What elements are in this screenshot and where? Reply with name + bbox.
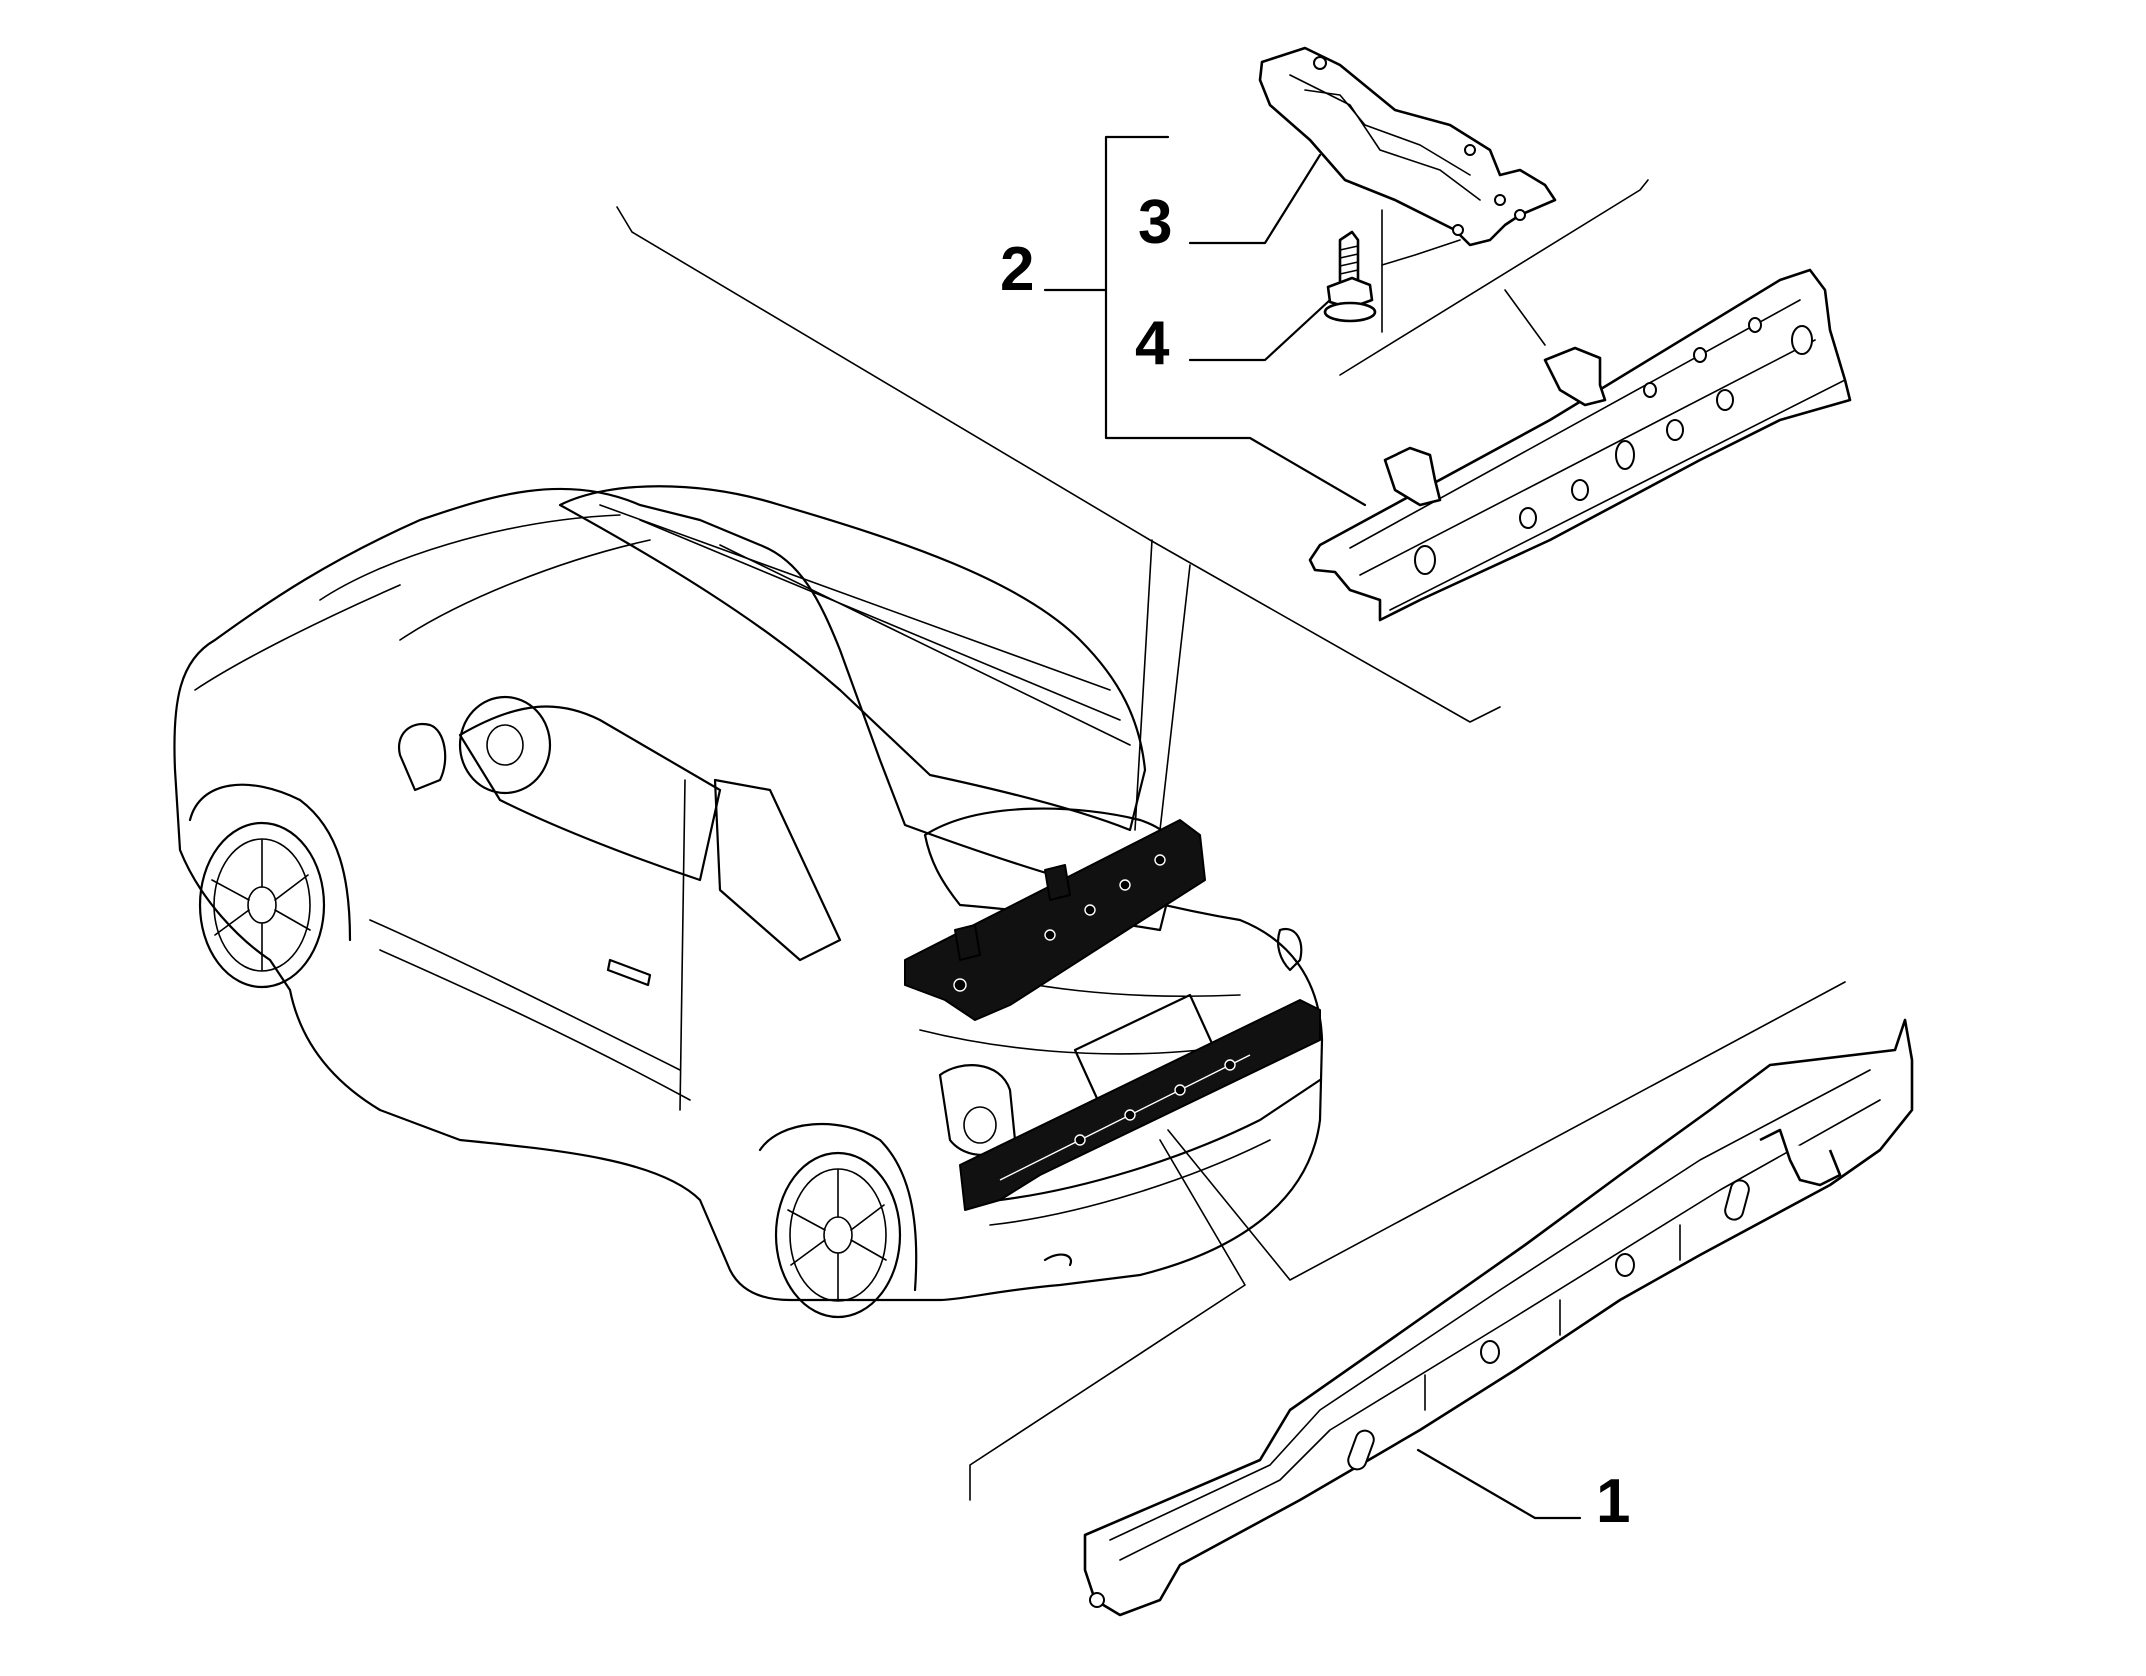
- callout-number-2: 2: [1000, 235, 1034, 304]
- installed-crossmember-upper: [904, 819, 1206, 1021]
- part-3-bracket: [1258, 46, 1557, 247]
- callout-number-3: 3: [1138, 188, 1172, 257]
- installed-crossmember-lower: [959, 999, 1321, 1211]
- callout-number-1: 1: [1596, 1467, 1630, 1536]
- part-4-bolt: [1323, 230, 1377, 323]
- car-outline: [173, 485, 1324, 1319]
- leader-lines: [616, 135, 1846, 1520]
- callout-number-4: 4: [1135, 309, 1170, 378]
- part-1-lower-crossmember: [1083, 1018, 1914, 1617]
- part-2-upper-crossmember: [1308, 268, 1852, 622]
